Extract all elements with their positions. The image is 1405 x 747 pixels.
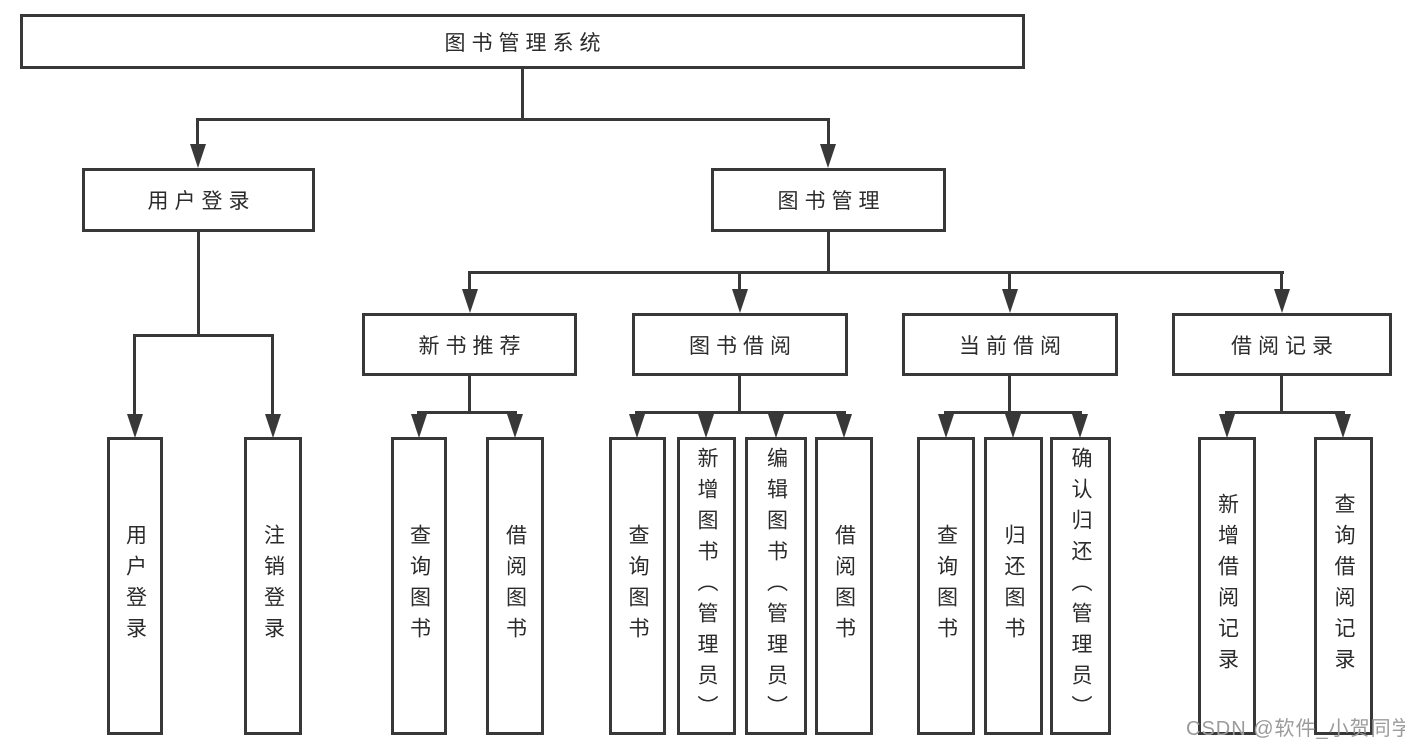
leaf-recommend-borrow-books-label: 借阅图书 — [503, 524, 527, 648]
connector-line — [827, 118, 830, 146]
leaf-query-borrow-record-label: 查询借阅记录 — [1332, 493, 1356, 679]
connector-line — [271, 334, 274, 416]
node-borrowing-records: 借阅记录 — [1172, 313, 1392, 376]
connector-line — [738, 376, 741, 414]
connector-arrowhead — [127, 414, 143, 438]
connector-line — [827, 232, 830, 274]
leaf-add-book-admin-label: 新增图书（管理员） — [695, 446, 719, 726]
connector-arrowhead — [836, 414, 852, 438]
connector-line — [133, 334, 136, 416]
connector-arrowhead — [732, 289, 748, 313]
leaf-add-borrow-record-label: 新增借阅记录 — [1215, 493, 1239, 679]
connector-line — [944, 411, 1082, 414]
node-user-login-label: 用户登录 — [147, 190, 256, 213]
leaf-return-books-label: 归还图书 — [1002, 524, 1026, 648]
leaf-user-login: 用户登录 — [107, 437, 163, 735]
node-borrowing-records-label: 借阅记录 — [1231, 334, 1339, 358]
connector-arrowhead — [190, 144, 206, 168]
connector-line — [1008, 376, 1011, 414]
node-library-system: 图书管理系统 — [20, 14, 1025, 69]
connector-arrowhead — [1002, 289, 1018, 313]
connector-arrowhead — [698, 414, 714, 438]
watermark: CSDN @软件_小贺同学 — [1186, 718, 1405, 740]
connector-line — [1280, 376, 1283, 414]
connector-line — [1280, 271, 1283, 291]
connector-arrowhead — [629, 414, 645, 438]
leaf-confirm-return-admin-label: 确认归还（管理员） — [1069, 446, 1093, 726]
node-new-book-recommendation-label: 新书推荐 — [418, 334, 527, 358]
connector-line — [521, 69, 524, 121]
connector-arrowhead — [1335, 414, 1351, 438]
connector-arrowhead — [1072, 414, 1088, 438]
node-current-borrowing: 当前借阅 — [902, 313, 1118, 376]
connector-arrowhead — [1219, 414, 1235, 438]
connector-line — [738, 271, 741, 291]
node-new-book-recommendation: 新书推荐 — [362, 313, 577, 376]
node-user-login: 用户登录 — [82, 168, 315, 232]
leaf-confirm-return-admin: 确认归还（管理员） — [1050, 437, 1111, 735]
node-book-borrowing: 图书借阅 — [632, 313, 848, 376]
leaf-borrowing-query-books-label: 查询图书 — [626, 524, 650, 648]
node-book-management: 图书管理 — [711, 168, 946, 232]
leaf-recommend-borrow-books: 借阅图书 — [486, 437, 544, 735]
connector-line — [635, 411, 846, 414]
connector-arrowhead — [768, 414, 784, 438]
connector-line — [468, 271, 1284, 274]
leaf-query-borrow-record: 查询借阅记录 — [1314, 437, 1373, 735]
connector-line — [1008, 271, 1011, 291]
node-book-borrowing-label: 图书借阅 — [689, 334, 797, 358]
connector-arrowhead — [1005, 414, 1021, 438]
connector-arrowhead — [462, 289, 478, 313]
connector-arrowhead — [507, 414, 523, 438]
connector-arrowhead — [820, 144, 836, 168]
leaf-add-book-admin: 新增图书（管理员） — [677, 437, 736, 735]
connector-line — [1225, 411, 1345, 414]
leaf-edit-book-admin: 编辑图书（管理员） — [745, 437, 807, 735]
leaf-borrowing-query-books: 查询图书 — [609, 437, 666, 735]
leaf-current-query-books-label: 查询图书 — [934, 524, 958, 648]
leaf-logout: 注销登录 — [244, 437, 302, 735]
leaf-add-borrow-record: 新增借阅记录 — [1198, 437, 1256, 735]
leaf-borrowing-borrow-books: 借阅图书 — [815, 437, 873, 735]
leaf-edit-book-admin-label: 编辑图书（管理员） — [764, 446, 788, 726]
leaf-recommend-query-books: 查询图书 — [391, 437, 447, 735]
leaf-recommend-query-books-label: 查询图书 — [407, 524, 431, 648]
connector-arrowhead — [1274, 289, 1290, 313]
connector-line — [468, 376, 471, 414]
connector-arrowhead — [411, 414, 427, 438]
leaf-return-books: 归还图书 — [984, 437, 1043, 735]
connector-line — [196, 118, 199, 146]
node-current-borrowing-label: 当前借阅 — [959, 334, 1067, 358]
leaf-logout-label: 注销登录 — [261, 524, 285, 648]
leaf-current-query-books: 查询图书 — [917, 437, 975, 735]
connector-arrowhead — [938, 414, 954, 438]
connector-line — [197, 232, 200, 335]
node-book-management-label: 图书管理 — [777, 190, 886, 213]
connector-line — [133, 334, 274, 337]
leaf-user-login-label: 用户登录 — [123, 524, 147, 648]
connector-line — [196, 118, 830, 121]
node-library-system-label: 图书管理系统 — [444, 31, 607, 55]
connector-line — [417, 411, 517, 414]
leaf-borrowing-borrow-books-label: 借阅图书 — [832, 524, 856, 648]
connector-arrowhead — [265, 414, 281, 438]
connector-line — [468, 271, 471, 291]
